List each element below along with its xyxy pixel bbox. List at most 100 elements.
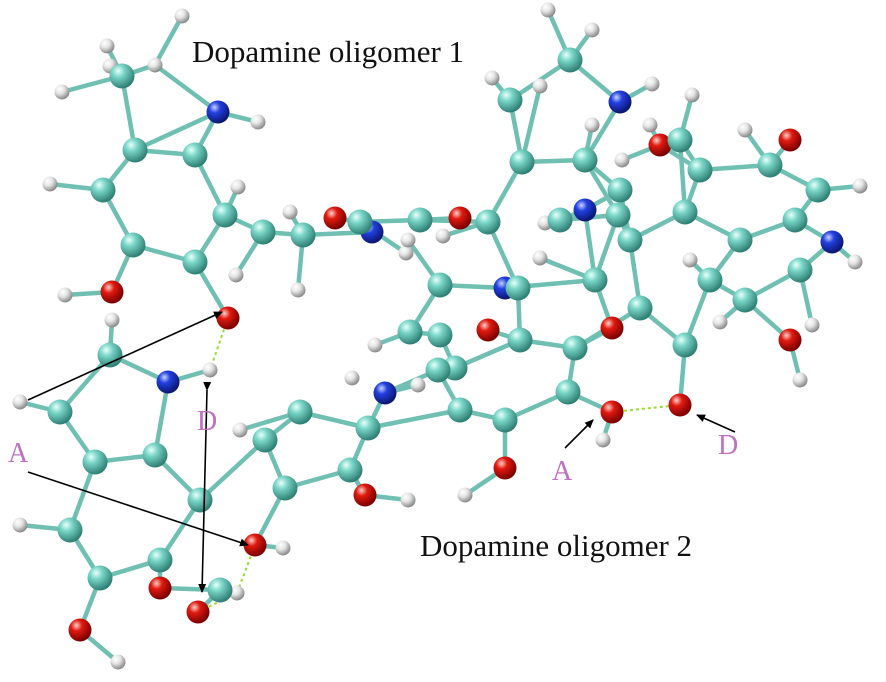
- carbon-atom: [182, 142, 208, 168]
- carbon-atom: [407, 207, 433, 233]
- carbon-atom: [509, 149, 535, 175]
- oxygen-atom: [778, 128, 802, 152]
- carbon-atom: [447, 397, 473, 423]
- carbon-atom: [497, 87, 523, 113]
- oxygen-atom: [600, 400, 624, 424]
- carbon-atom: [187, 487, 213, 513]
- carbon-atom: [87, 565, 113, 591]
- hydrogen-atom: [540, 2, 556, 18]
- oxygen-atom: [243, 533, 267, 557]
- bond: [57, 352, 113, 415]
- oligomer-2-label: Dopamine oligomer 2: [420, 528, 693, 563]
- carbon-atom: [57, 517, 83, 543]
- carbon-atom: [82, 449, 108, 475]
- arrow-acceptor-right: [564, 419, 594, 449]
- arrow-acceptor-lower: [27, 471, 249, 547]
- carbon-atom: [347, 209, 373, 235]
- carbon-atom: [120, 232, 146, 258]
- hydrogen-atom: [344, 370, 360, 386]
- hydrogen-atom: [54, 84, 70, 100]
- hydrogen-atom: [595, 432, 611, 448]
- hydrogen-atom: [484, 70, 500, 86]
- acceptor-label-right: A: [552, 456, 573, 487]
- carbon-atom: [667, 127, 693, 153]
- carbon-atom: [142, 442, 168, 468]
- carbon-atom: [337, 457, 363, 483]
- hydrogen-atom: [147, 57, 163, 73]
- oxygen-atom: [448, 206, 472, 230]
- carbon-atom: [562, 335, 588, 361]
- carbon-atom: [90, 177, 116, 203]
- hydrogen-atom: [275, 540, 291, 556]
- hydrogen-atom: [367, 337, 383, 353]
- carbon-atom: [697, 267, 723, 293]
- oxygen-atom: [600, 316, 624, 340]
- hydrogen-atom: [852, 178, 868, 194]
- carbon-atom: [97, 342, 123, 368]
- oxygen-atom: [186, 600, 210, 624]
- nitrogen-atom: [373, 381, 397, 405]
- oxygen-atom: [493, 456, 517, 480]
- carbon-atom: [787, 257, 813, 283]
- carbon-atom: [732, 287, 758, 313]
- hydrogen-atom: [174, 8, 190, 24]
- nitrogen-atom: [608, 90, 632, 114]
- hydrogen-atom: [57, 287, 73, 303]
- carbon-atom: [557, 47, 583, 73]
- bond: [132, 109, 221, 153]
- hydrogen-atom: [532, 78, 548, 94]
- hydrogen-atom: [614, 152, 630, 168]
- carbon-atom: [207, 577, 233, 603]
- hydrogen-atom: [282, 204, 298, 220]
- bond: [152, 13, 185, 68]
- hydrogen-atom: [250, 114, 266, 130]
- hydrogen-atom: [644, 76, 660, 92]
- carbon-atom: [182, 249, 208, 275]
- hydrogen-atom: [12, 394, 28, 410]
- arrow-donor-right: [696, 414, 736, 433]
- hydrogen-atom: [584, 117, 600, 133]
- hydrogen-atom: [737, 122, 753, 138]
- bond: [119, 73, 138, 153]
- donor-label-right: D: [718, 430, 739, 461]
- oxygen-atom: [778, 328, 802, 352]
- arrow-donor-left: [198, 381, 212, 593]
- carbon-atom: [252, 427, 278, 453]
- hydrogen-atom: [584, 22, 600, 38]
- carbon-atom: [805, 177, 831, 203]
- carbon-atom: [492, 407, 518, 433]
- hydrogen-atom: [847, 254, 863, 270]
- carbon-atom: [290, 222, 316, 248]
- hydrogen-atom: [457, 487, 473, 503]
- carbon-atom: [555, 379, 581, 405]
- oxygen-atom: [353, 483, 377, 507]
- carbon-atom: [572, 147, 598, 173]
- bond: [152, 62, 221, 115]
- carbon-atom: [355, 415, 381, 441]
- carbon-atom: [287, 399, 313, 425]
- nitrogen-atom: [156, 370, 180, 394]
- carbon-atom: [397, 319, 423, 345]
- acceptor-label-left: A: [8, 438, 29, 469]
- arrow-acceptor-upper: [27, 311, 223, 401]
- carbon-atom: [475, 209, 501, 235]
- arrow-layer: [27, 311, 736, 593]
- bond: [519, 83, 543, 165]
- oxygen-atom: [68, 618, 92, 642]
- carbon-atom: [272, 475, 298, 501]
- carbon-atom: [507, 327, 533, 353]
- bond: [365, 407, 463, 431]
- carbon-atom: [617, 227, 643, 253]
- carbon-atom: [109, 63, 135, 89]
- hydrogen-atom: [398, 245, 414, 261]
- hydrogen-atom: [104, 312, 120, 328]
- carbon-atom: [687, 157, 713, 183]
- hydrogen-atom: [712, 314, 728, 330]
- oxygen-atom: [648, 133, 672, 157]
- hydrogen-atom: [99, 38, 115, 54]
- hydrogen-atom: [682, 252, 698, 268]
- hydrogen-atom: [110, 654, 126, 670]
- hydrogen-atom: [684, 87, 700, 103]
- carbon-atom: [122, 137, 148, 163]
